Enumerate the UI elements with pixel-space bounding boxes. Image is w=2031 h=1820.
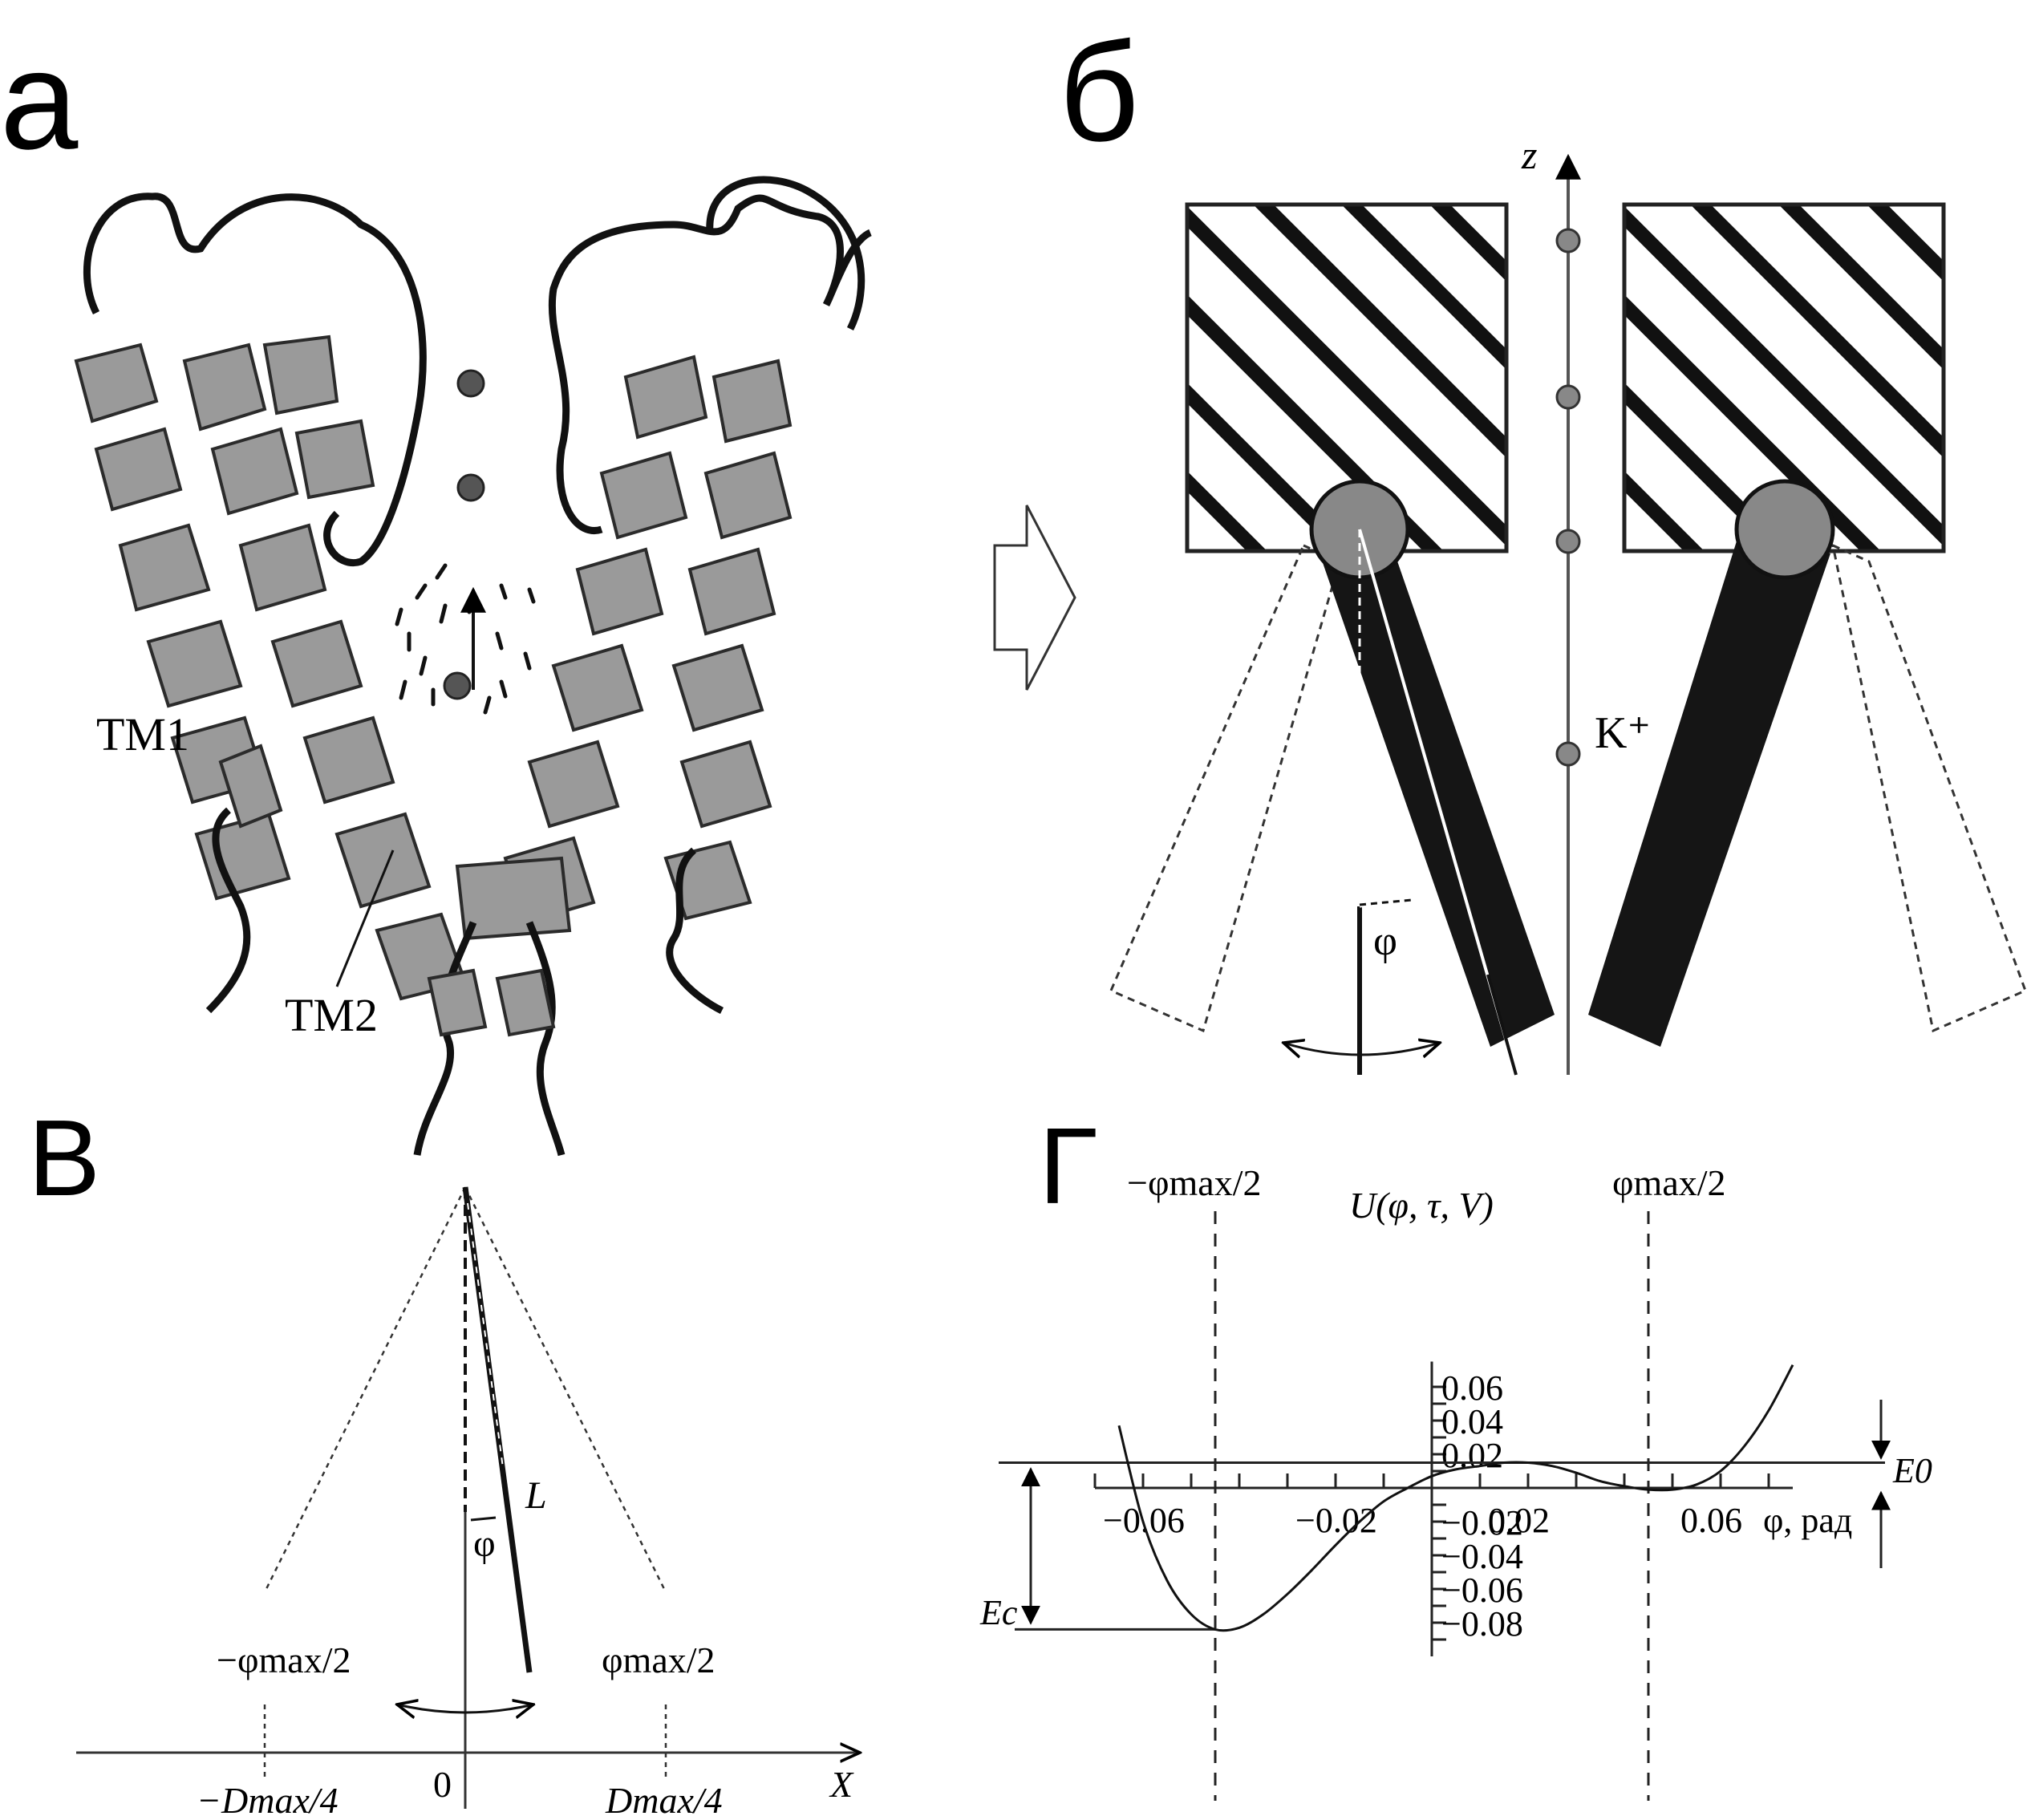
tm2-pointer: [335, 849, 395, 987]
angle-tick: [470, 1516, 497, 1522]
channel-ion-2: [1555, 384, 1581, 410]
swing-arrow: [1283, 1043, 1440, 1055]
panel-b-letter: б: [1059, 14, 1139, 171]
g-phi-pos-label: φmax/2: [1612, 1162, 1726, 1203]
v-angle-label: φ: [473, 1522, 496, 1565]
ec-label: Ec: [979, 1593, 1018, 1632]
channel-ion-3: [1555, 529, 1581, 554]
right-hinge: [1734, 479, 1835, 580]
x-tick-label: −0.02: [1295, 1501, 1377, 1540]
v-phi-neg-label: −φmax/2: [217, 1640, 351, 1680]
center-helices: [427, 968, 556, 1037]
d-pos-label: Dmax/4: [605, 1780, 723, 1820]
v-swing-arrow: [397, 1704, 533, 1713]
right-loop: [548, 194, 873, 534]
x-tick-label: 0.06: [1680, 1501, 1742, 1540]
cone-left: [263, 1186, 467, 1593]
panel-v: В L φ −φmax/2 φmax/2 −Dmax/4 0 Dmax/4 X: [28, 1097, 860, 1820]
center-tail-left: [413, 921, 477, 1156]
potassium-label: K⁺: [1595, 708, 1651, 758]
panel-g: Г −φmax/2 φmax/2 U(φ, τ, V) φ, рад E0 Ec…: [979, 1105, 1932, 1801]
x-axis-title: φ, рад: [1763, 1501, 1852, 1540]
center-tail-right: [525, 921, 566, 1157]
tm2-label: TM2: [285, 989, 378, 1041]
y-tick-label: −0.06: [1441, 1571, 1523, 1610]
z-axis-label: z: [1521, 132, 1537, 177]
left-ghost-rod: [1109, 544, 1341, 1033]
transition-arrow: [993, 505, 1076, 691]
g-phi-neg-label: −φmax/2: [1127, 1162, 1261, 1203]
left-loop: [83, 193, 427, 566]
channel-ion-1: [1555, 228, 1581, 253]
panel-g-letter: Г: [1039, 1105, 1097, 1226]
x-tick-label: 0.02: [1488, 1501, 1550, 1540]
left-helices: [74, 334, 468, 1001]
right-top-loop: [706, 176, 866, 331]
potential-curve: [1117, 1364, 1794, 1632]
x-axis-label: X: [829, 1764, 854, 1805]
y-tick-label: −0.08: [1441, 1604, 1523, 1644]
ion-middle: [456, 473, 485, 502]
left-gate-rod: [1320, 533, 1555, 1047]
rod-line-inner: [467, 1202, 504, 1469]
v-phi-pos-label: φmax/2: [602, 1640, 716, 1680]
y-axis-title: U(φ, τ, V): [1349, 1185, 1494, 1226]
left-tail: [205, 807, 251, 1014]
right-ghost-rod: [1830, 543, 2027, 1033]
y-tick-label: −0.02: [1441, 1503, 1523, 1542]
panel-b: б: [1059, 14, 2027, 1076]
rod-axis-tail: [1486, 974, 1518, 1076]
cone-right: [464, 1186, 667, 1593]
angle-label: φ: [1373, 918, 1397, 964]
channel-ion-k: [1555, 741, 1581, 767]
tm1-label: TM1: [96, 708, 189, 760]
ion-lower: [443, 671, 472, 700]
panel-v-letter: В: [28, 1097, 100, 1218]
panel-a-letter: а: [0, 22, 79, 179]
length-label: L: [525, 1474, 547, 1517]
right-gate-rod: [1588, 533, 1830, 1047]
angle-arc-dark: [1359, 898, 1413, 906]
y-tick-label: −0.04: [1441, 1537, 1523, 1576]
e0-label: E0: [1892, 1451, 1932, 1490]
right-helices: [455, 355, 793, 941]
ion-top: [456, 369, 485, 398]
d-neg-label: −Dmax/4: [197, 1780, 338, 1820]
zero-label: 0: [433, 1764, 452, 1805]
y-tick-label: 0.02: [1441, 1436, 1503, 1475]
panel-a: а: [0, 22, 873, 1157]
right-tail: [666, 847, 724, 1015]
y-tick-label: 0.06: [1441, 1368, 1503, 1408]
y-tick-label: 0.04: [1441, 1402, 1503, 1441]
